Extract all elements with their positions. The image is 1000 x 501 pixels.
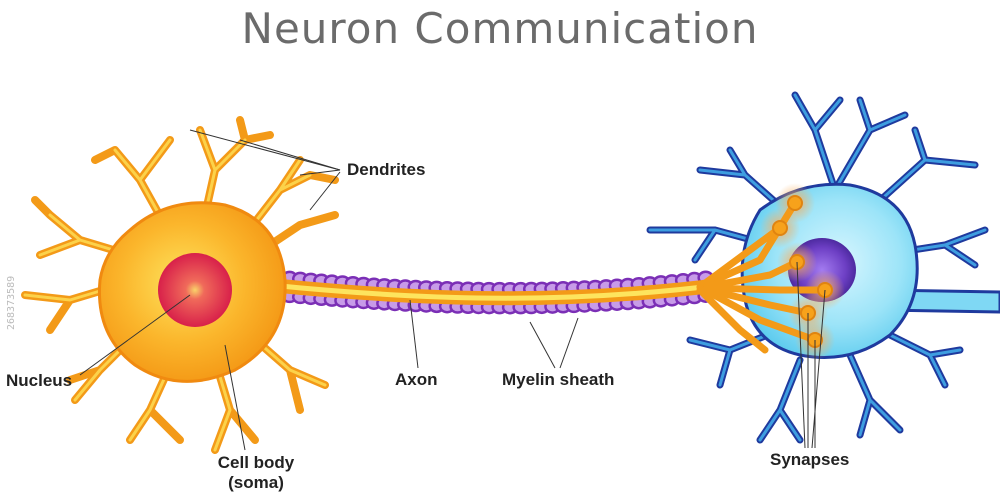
watermark-id: 268373589 [6, 275, 17, 330]
label-myelin-sheath: Myelin sheath [502, 370, 615, 389]
leader-lines [79, 129, 826, 451]
label-axon: Axon [395, 370, 438, 389]
axon-terminals [696, 199, 829, 354]
label-nucleus: Nucleus [6, 371, 73, 390]
label-dendrites: Dendrites [347, 160, 426, 179]
label-cell-body-line2: (soma) [228, 473, 284, 492]
nucleus [158, 253, 232, 327]
postsynaptic-neuron [646, 91, 1000, 444]
label-cell-body-line1: Cell body [217, 453, 295, 472]
presynaptic-neuron [21, 116, 833, 454]
diagram-title: Neuron Communication [241, 4, 759, 53]
label-synapses: Synapses [770, 450, 850, 469]
label-cell-body: Cell body (soma) [196, 453, 316, 493]
